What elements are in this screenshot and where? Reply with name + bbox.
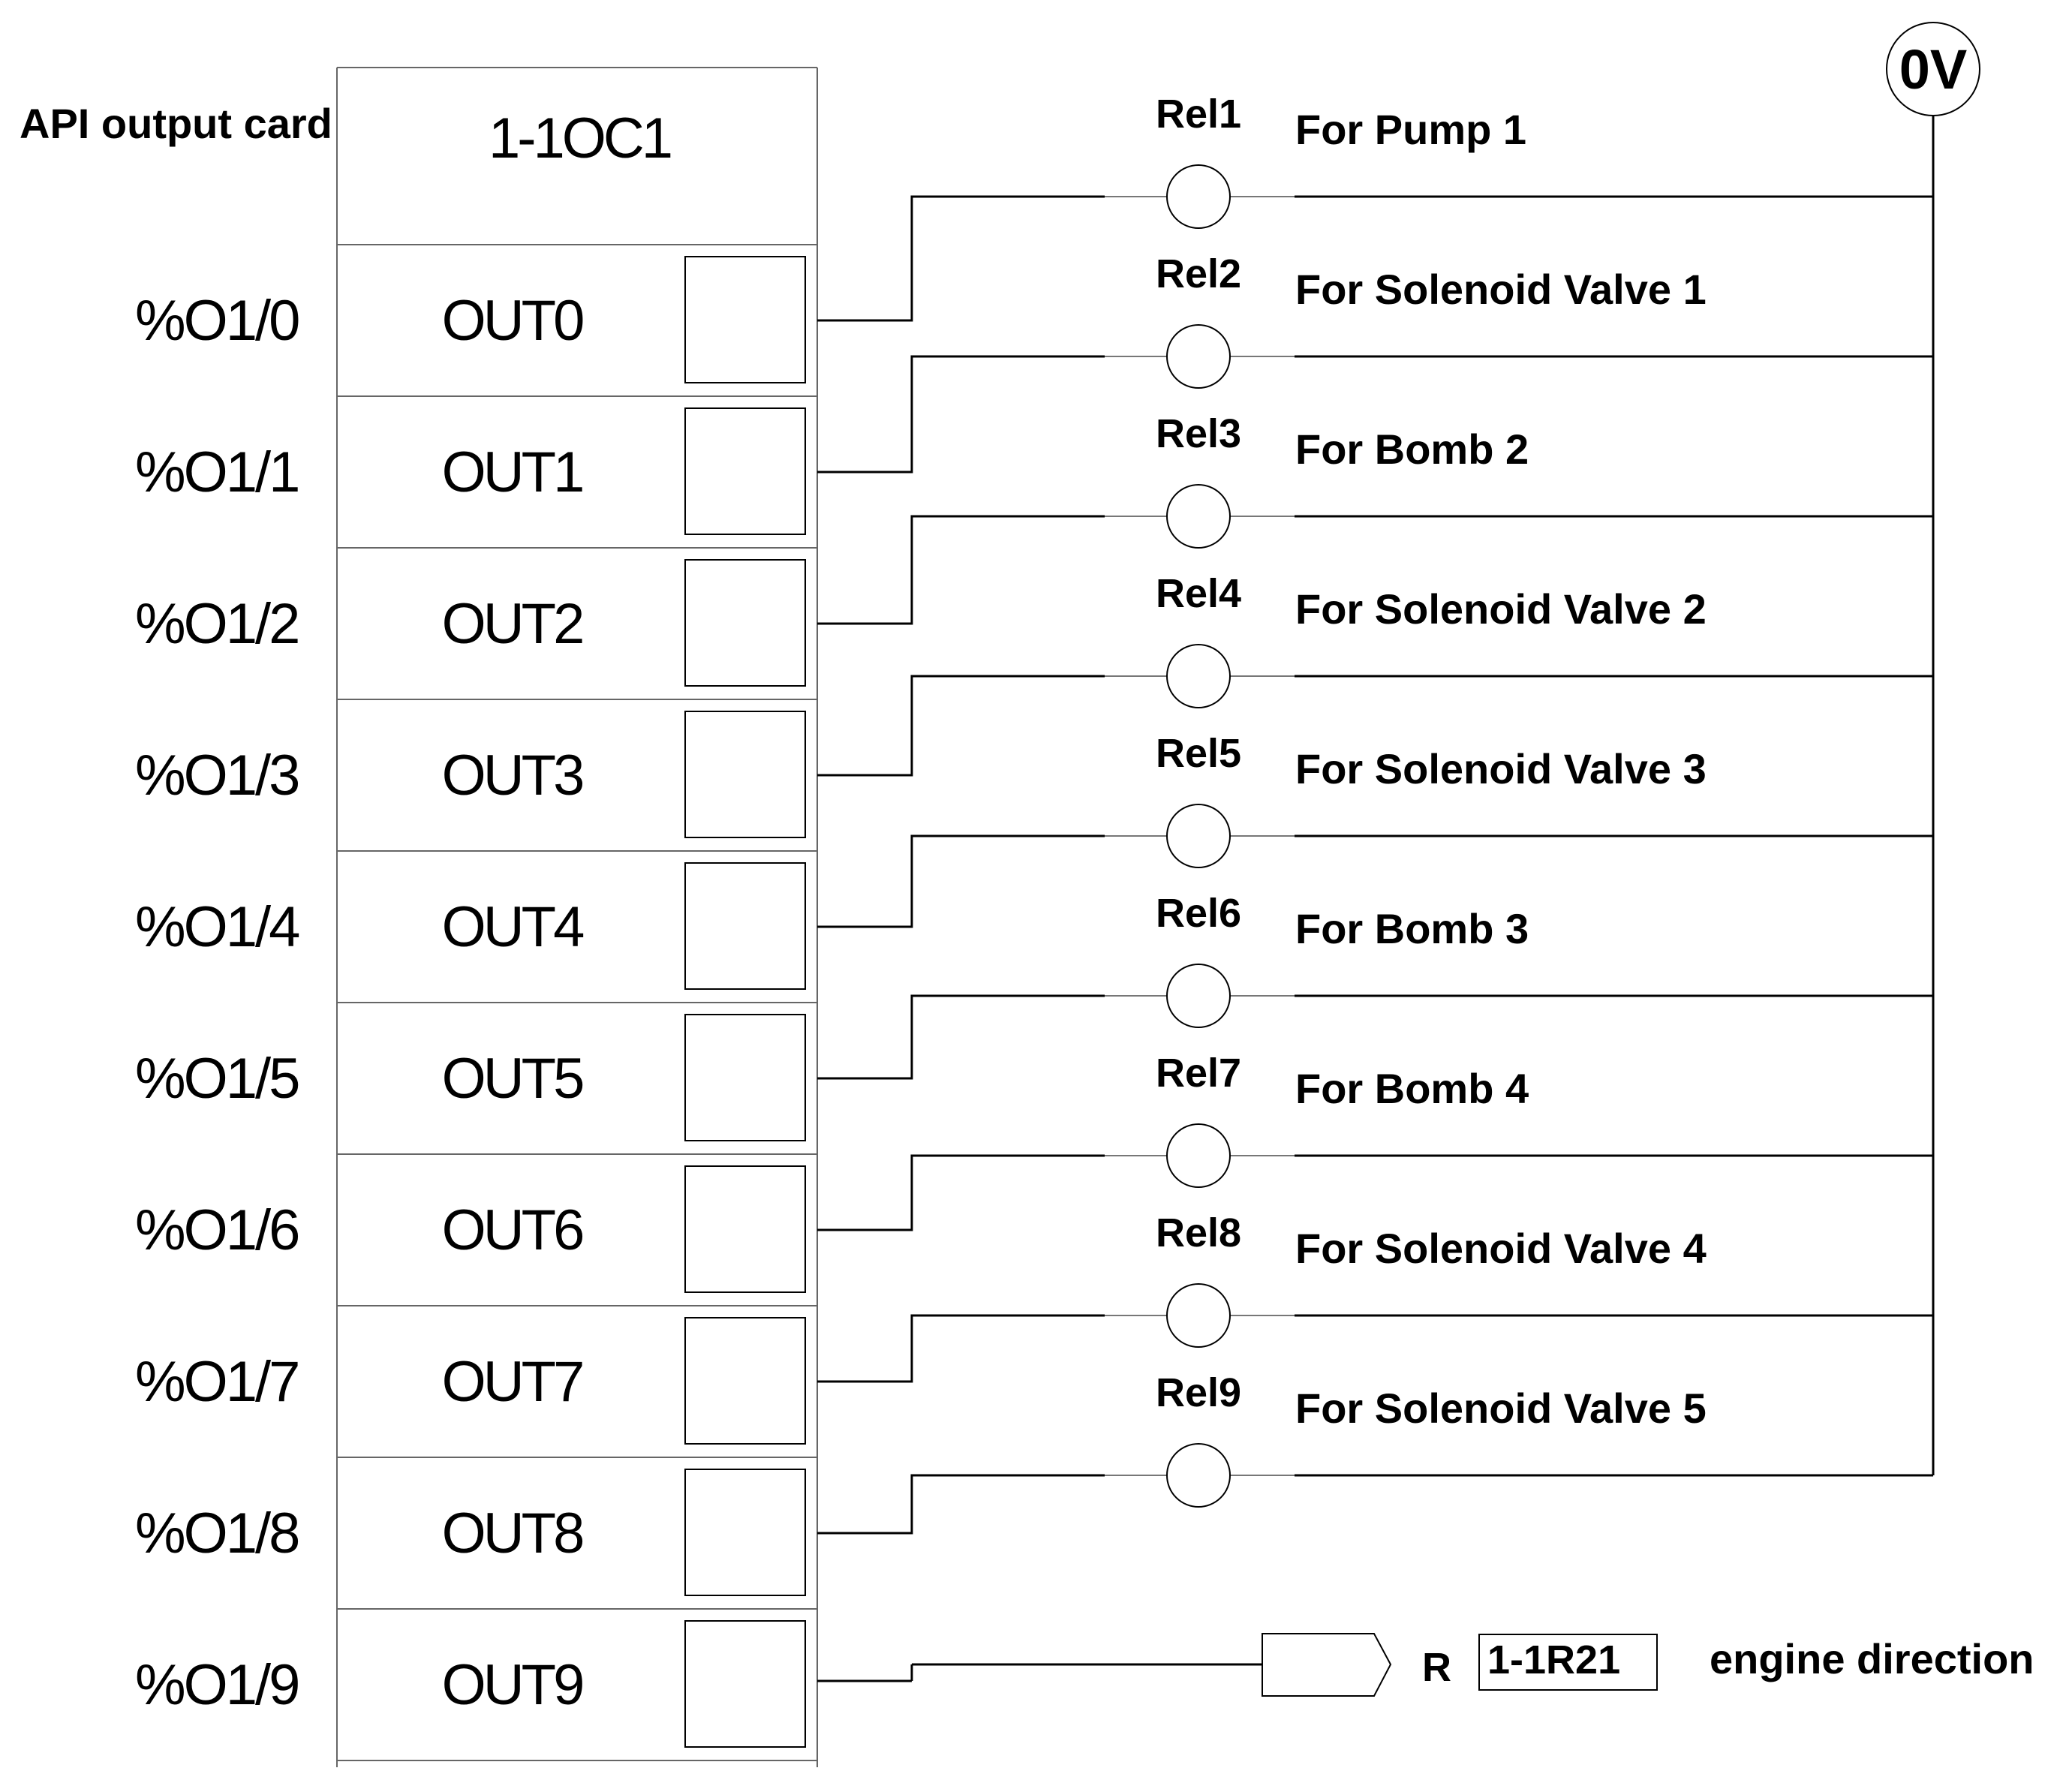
output-address: %O1/0 [135,289,299,353]
relay-rung: Rel1 For Pump 1 [817,92,1935,356]
output-terminal: OUT8 [442,1502,582,1565]
output-row: %O1/9 OUT9 [135,1620,817,1761]
supply-circle [1886,22,1980,116]
relay-rung: Rel8 For Solenoid Valve 4 [817,1210,1935,1475]
terminal-box [684,559,806,687]
relay-name: Rel2 [1156,251,1241,296]
terminal-box [684,256,806,383]
relay-rung: Rel3 For Bomb 2 [817,411,1935,676]
output-address: %O1/5 [135,1047,299,1111]
terminal-box [684,1014,806,1141]
terminal-box [684,1469,806,1596]
output-row: %O1/4 OUT4 [135,862,817,1003]
terminal-box [684,862,806,990]
relay-rung: Rel4 For Solenoid Valve 2 [817,571,1935,836]
relay-name: Rel4 [1156,571,1241,616]
terminal-box [684,1620,806,1748]
relay-coil [1166,644,1231,708]
relay-description: For Solenoid Valve 3 [1295,745,1707,792]
output-address: %O1/9 [135,1653,298,1717]
output-row: %O1/7 OUT7 [135,1317,817,1458]
relay-coil [1166,1443,1231,1508]
relay-description: For Pump 1 [1295,106,1526,153]
relay-name: Rel7 [1156,1051,1241,1096]
output-row: %O1/6 OUT6 [135,1165,817,1306]
output-address: %O1/7 [135,1350,298,1414]
supply-0v: 0V [1886,22,1980,197]
relay-rung: Rel5 For Solenoid Valve 3 [817,731,1935,996]
output-terminal: OUT2 [442,592,582,656]
reference-description: engine direction [1710,1635,2034,1682]
output-row: %O1/3 OUT3 [135,711,817,852]
terminal-box [684,1317,806,1445]
reference-prefix: R [1422,1645,1451,1690]
relay-coil [1166,164,1231,229]
relay-description: For Bomb 4 [1295,1065,1529,1112]
terminal-box [684,407,806,535]
output-address: %O1/6 [135,1198,298,1262]
output-terminal: OUT6 [442,1198,582,1262]
reference-id-box [1478,1634,1658,1691]
output-terminal: OUT4 [442,895,584,959]
relay-description: For Solenoid Valve 5 [1295,1385,1707,1432]
output-terminal: OUT7 [442,1350,582,1414]
relay-coil [1166,1123,1231,1188]
relay-description: For Solenoid Valve 2 [1295,585,1707,633]
relay-name: Rel1 [1156,92,1241,137]
terminal-box [684,711,806,838]
card-id: 1-1OC1 [489,107,671,170]
relay-coil [1166,1283,1231,1348]
relay-rung: Rel2 For Solenoid Valve 1 [817,251,1935,516]
relay-coil [1166,324,1231,389]
terminal-box [684,1165,806,1293]
relay-name: Rel3 [1156,411,1241,456]
reference-link: R 1-1R21 engine direction [817,1633,2034,1697]
output-address: %O1/1 [135,440,298,504]
card-label: API output card [20,100,332,147]
relay-name: Rel8 [1156,1210,1241,1255]
output-row: %O1/2 OUT2 [135,559,817,700]
relay-name: Rel9 [1156,1370,1241,1415]
relay-description: For Bomb 3 [1295,905,1529,952]
relay-coil [1166,484,1231,549]
relay-coil [1166,964,1231,1028]
output-terminal: OUT0 [442,289,583,353]
relay-rung: Rel9 For Solenoid Valve 5 [817,1370,1933,1535]
reference-id: 1-1R21 [1487,1637,1620,1682]
output-terminal: OUT5 [442,1047,583,1111]
output-row: %O1/5 OUT5 [135,1014,817,1155]
output-row: %O1/8 OUT8 [135,1469,817,1610]
relay-description: For Solenoid Valve 1 [1295,266,1707,313]
supply-label: 0V [1899,38,1968,101]
output-address: %O1/8 [135,1502,298,1565]
output-row: %O1/0 OUT0 [135,256,817,397]
output-address: %O1/4 [135,895,299,959]
output-address: %O1/3 [135,744,298,807]
relay-name: Rel5 [1156,731,1241,776]
output-address: %O1/2 [135,592,298,656]
relay-description: For Solenoid Valve 4 [1295,1225,1707,1272]
output-terminal: OUT9 [442,1653,582,1717]
relay-coil [1166,804,1231,868]
off-page-connector [1262,1633,1392,1697]
relay-rung: Rel6 For Bomb 3 [817,891,1935,1156]
output-terminal: OUT1 [442,440,582,504]
relay-name: Rel6 [1156,891,1241,936]
output-terminal: OUT3 [442,744,582,807]
relay-rung: Rel7 For Bomb 4 [817,1051,1935,1315]
relay-description: For Bomb 2 [1295,425,1529,473]
output-row: %O1/1 OUT1 [135,407,817,549]
